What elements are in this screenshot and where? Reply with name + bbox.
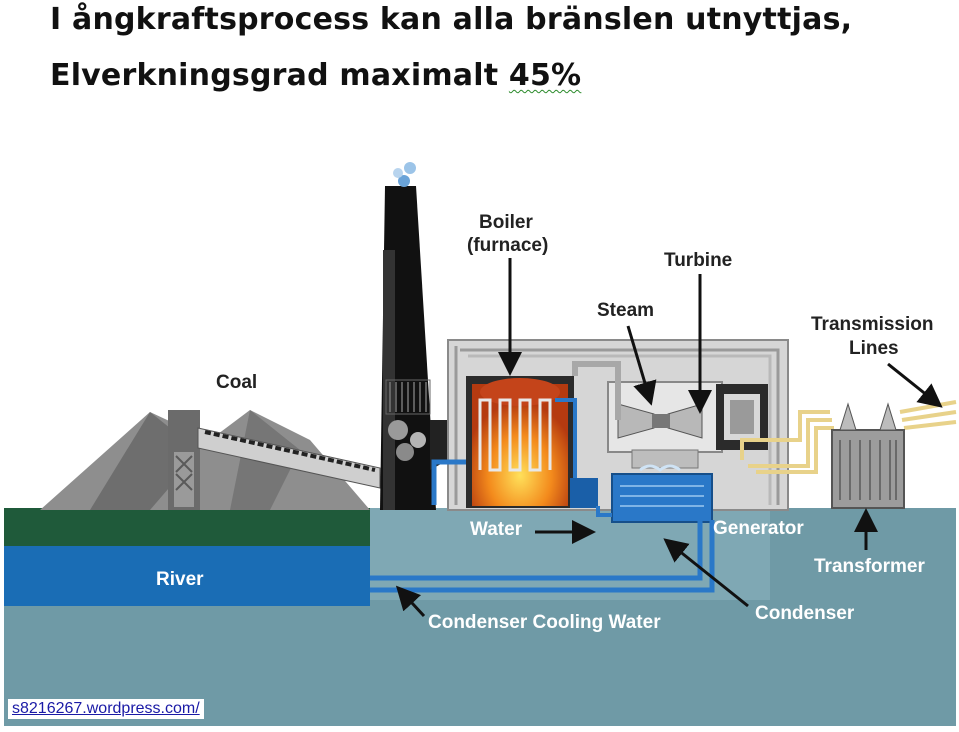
- arrow-condenser-cooling-water: [395, 585, 426, 618]
- cooling-water-pipe: [370, 520, 715, 593]
- transmission-lines: [740, 400, 957, 474]
- label-transformer: Transformer: [814, 556, 925, 577]
- label-boiler-line1: Boiler: [479, 212, 533, 233]
- conveyor-tower: [168, 410, 200, 510]
- arrow-steam: [626, 325, 657, 406]
- water-pump: [570, 478, 598, 508]
- condenser: [611, 464, 713, 523]
- river: [4, 546, 370, 606]
- label-generator: Generator: [713, 518, 804, 539]
- conveyor-coal: [204, 430, 376, 472]
- condensate-return-pipe: [596, 506, 612, 517]
- label-steam: Steam: [597, 300, 654, 321]
- underground-basin: [370, 508, 770, 600]
- label-transmission-line1: Transmission: [811, 314, 934, 335]
- arrow-condenser: [663, 538, 749, 608]
- coal-conveyor: [197, 427, 381, 489]
- pointer-arrows: [395, 258, 943, 618]
- slide-title-line-1: I ångkraftsprocess kan alla bränslen utn…: [50, 2, 853, 37]
- riverbank: [4, 508, 370, 546]
- label-turbine: Turbine: [664, 250, 732, 271]
- label-transmission-line2: Lines: [849, 338, 899, 359]
- steam-pipe: [572, 361, 621, 420]
- label-boiler-line2: (furnace): [467, 235, 548, 256]
- label-water: Water: [470, 519, 523, 540]
- efficiency-value: 45%: [508, 58, 582, 93]
- arrow-transmission: [887, 362, 943, 408]
- feedwater-pipe: [431, 459, 466, 505]
- boiler: [466, 376, 577, 508]
- transformer: [831, 402, 905, 509]
- label-river: River: [156, 569, 204, 590]
- label-condenser-cooling-water: Condenser Cooling Water: [428, 612, 661, 633]
- smokestack: [380, 162, 436, 510]
- turbine-assembly: [607, 381, 723, 469]
- title-line-2-prefix: Elverkningsgrad maximalt: [50, 58, 509, 93]
- source-link[interactable]: s8216267.wordpress.com/: [8, 699, 204, 719]
- slide-title-line-2: Elverkningsgrad maximalt 45%: [50, 58, 581, 93]
- label-coal: Coal: [216, 372, 257, 393]
- label-condenser: Condenser: [755, 603, 855, 624]
